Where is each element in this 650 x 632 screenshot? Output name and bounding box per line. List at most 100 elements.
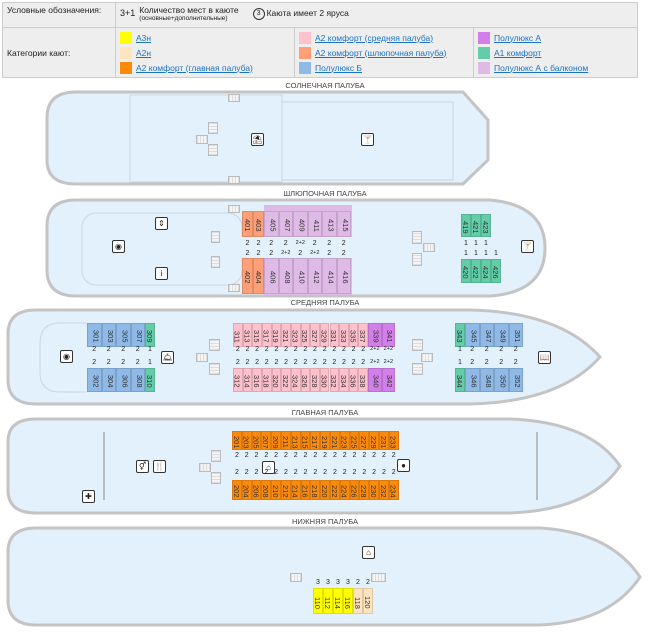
cabin-223[interactable]: 223	[340, 431, 350, 450]
cabin-218[interactable]: 218	[310, 480, 321, 500]
cabin-201[interactable]: 201	[232, 431, 242, 450]
cabin-426[interactable]: 426	[491, 259, 501, 283]
cabin-406[interactable]: 406	[264, 258, 279, 294]
cabin-312[interactable]: 312	[233, 368, 243, 392]
cabin-221[interactable]: 221	[330, 431, 340, 450]
cabin-311[interactable]: 311	[233, 323, 243, 347]
cabin-405[interactable]: 405	[264, 211, 279, 237]
cabin-316[interactable]: 316	[252, 368, 262, 392]
cabin-306[interactable]: 306	[116, 368, 131, 392]
cabin-325[interactable]: 325	[300, 323, 311, 347]
cabin-344[interactable]: 344	[455, 368, 465, 392]
cabin-404[interactable]: 404	[253, 258, 264, 294]
legend-category-a2mid[interactable]: А2 комфорт (средняя палуба)	[299, 30, 469, 45]
cabin-340[interactable]: 340	[368, 368, 382, 392]
cabin-341[interactable]: 341	[381, 323, 396, 347]
cabin-320[interactable]: 320	[271, 368, 282, 392]
cabin-307[interactable]: 307	[130, 323, 145, 347]
cabin-219[interactable]: 219	[320, 431, 330, 450]
cabin-118[interactable]: 118	[353, 588, 363, 614]
cabin-209[interactable]: 209	[271, 431, 281, 450]
cabin-234[interactable]: 234	[389, 480, 399, 500]
legend-category-a2main[interactable]: А2 комфорт (главная палуба)	[120, 60, 290, 75]
category-link[interactable]: А1 комфорт	[494, 47, 542, 58]
cabin-328[interactable]: 328	[310, 368, 320, 392]
cabin-232[interactable]: 232	[379, 480, 389, 500]
cabin-349[interactable]: 349	[494, 323, 509, 347]
cabin-310[interactable]: 310	[145, 368, 155, 392]
cabin-327[interactable]: 327	[310, 323, 320, 347]
cabin-419[interactable]: 419	[461, 214, 471, 237]
cabin-326[interactable]: 326	[300, 368, 311, 392]
cabin-212[interactable]: 212	[281, 480, 291, 500]
cabin-416[interactable]: 416	[336, 258, 351, 294]
cabin-233[interactable]: 233	[389, 431, 399, 450]
cabin-351[interactable]: 351	[508, 323, 523, 347]
legend-category-a1[interactable]: А1 комфорт	[478, 45, 633, 60]
category-link[interactable]: Полулюкс А	[494, 32, 542, 43]
cabin-410[interactable]: 410	[293, 258, 308, 294]
cabin-120[interactable]: 120	[363, 588, 373, 614]
cabin-305[interactable]: 305	[116, 323, 131, 347]
cabin-342[interactable]: 342	[381, 368, 396, 392]
cabin-313[interactable]: 313	[242, 323, 253, 347]
category-link[interactable]: А2 комфорт (средняя палуба)	[315, 32, 434, 43]
cabin-217[interactable]: 217	[310, 431, 321, 450]
cabin-346[interactable]: 346	[465, 368, 480, 392]
cabin-322[interactable]: 322	[281, 368, 291, 392]
cabin-207[interactable]: 207	[261, 431, 272, 450]
cabin-347[interactable]: 347	[479, 323, 494, 347]
cabin-350[interactable]: 350	[494, 368, 509, 392]
cabin-402[interactable]: 402	[242, 258, 253, 294]
cabin-414[interactable]: 414	[322, 258, 337, 294]
cabin-332[interactable]: 332	[329, 368, 340, 392]
cabin-116[interactable]: 116	[343, 588, 353, 614]
cabin-215[interactable]: 215	[300, 431, 311, 450]
cabin-206[interactable]: 206	[251, 480, 262, 500]
cabin-401[interactable]: 401	[242, 211, 253, 237]
legend-category-a2n[interactable]: А2н	[120, 45, 290, 60]
cabin-343[interactable]: 343	[455, 323, 465, 347]
cabin-228[interactable]: 228	[359, 480, 370, 500]
cabin-420[interactable]: 420	[461, 259, 471, 283]
cabin-330[interactable]: 330	[319, 368, 330, 392]
category-link[interactable]: Полулюкс Б	[315, 62, 363, 73]
cabin-424[interactable]: 424	[481, 259, 491, 283]
cabin-331[interactable]: 331	[329, 323, 340, 347]
cabin-114[interactable]: 114	[333, 588, 343, 614]
cabin-319[interactable]: 319	[271, 323, 282, 347]
cabin-403[interactable]: 403	[253, 211, 264, 237]
cabin-214[interactable]: 214	[291, 480, 301, 500]
cabin-315[interactable]: 315	[252, 323, 262, 347]
cabin-338[interactable]: 338	[358, 368, 369, 392]
cabin-110[interactable]: 110	[313, 588, 323, 614]
cabin-302[interactable]: 302	[87, 368, 102, 392]
cabin-333[interactable]: 333	[339, 323, 349, 347]
cabin-208[interactable]: 208	[261, 480, 272, 500]
cabin-205[interactable]: 205	[251, 431, 262, 450]
cabin-112[interactable]: 112	[323, 588, 333, 614]
cabin-415[interactable]: 415	[336, 211, 351, 237]
legend-category-a2boat[interactable]: А2 комфорт (шлюпочная палуба)	[299, 45, 469, 60]
cabin-345[interactable]: 345	[465, 323, 480, 347]
cabin-411[interactable]: 411	[307, 211, 322, 237]
cabin-202[interactable]: 202	[232, 480, 242, 500]
cabin-421[interactable]: 421	[471, 214, 481, 237]
cabin-408[interactable]: 408	[278, 258, 293, 294]
cabin-407[interactable]: 407	[278, 211, 293, 237]
category-link[interactable]: А3н	[136, 32, 152, 43]
cabin-308[interactable]: 308	[130, 368, 145, 392]
cabin-301[interactable]: 301	[87, 323, 102, 347]
cabin-213[interactable]: 213	[291, 431, 301, 450]
cabin-304[interactable]: 304	[101, 368, 116, 392]
cabin-230[interactable]: 230	[369, 480, 379, 500]
legend-category-plb[interactable]: Полулюкс Б	[299, 60, 469, 75]
cabin-329[interactable]: 329	[319, 323, 330, 347]
cabin-336[interactable]: 336	[348, 368, 359, 392]
cabin-318[interactable]: 318	[262, 368, 272, 392]
cabin-231[interactable]: 231	[379, 431, 389, 450]
cabin-220[interactable]: 220	[320, 480, 330, 500]
cabin-352[interactable]: 352	[508, 368, 523, 392]
cabin-203[interactable]: 203	[242, 431, 252, 450]
cabin-227[interactable]: 227	[359, 431, 370, 450]
